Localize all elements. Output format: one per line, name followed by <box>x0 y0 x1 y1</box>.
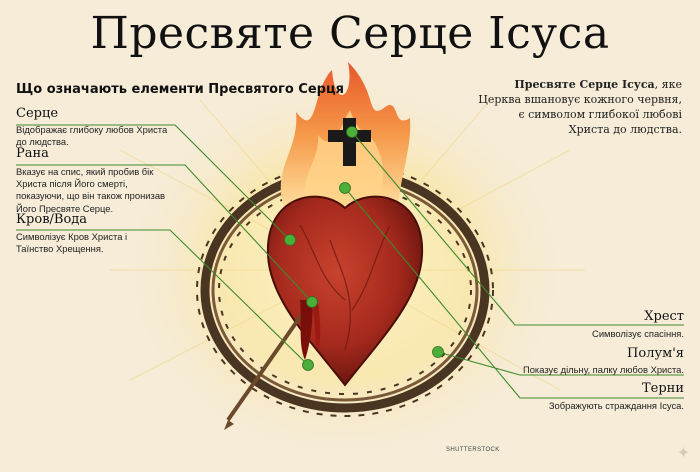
heart <box>266 195 424 387</box>
leader-lines <box>16 124 684 399</box>
label-thorns-title: Терни <box>641 381 684 396</box>
label-wound-title: Рана <box>16 146 49 161</box>
label-blood-water-title: Кров/Вода <box>16 212 88 227</box>
subtitle: Що означають елементи Пресвятого Серця <box>16 82 344 97</box>
shutterstock-credit: SHUTTERSTOCK <box>446 447 500 453</box>
label-cross-title: Хрест <box>644 309 684 324</box>
intro-bold: Пресвяте Серце Ісуса <box>514 78 655 91</box>
label-thorns-desc: Зображують страждання Ісуса. <box>548 400 684 411</box>
label-heart-desc: Відображає глибоку любов Христа до людст… <box>16 124 168 148</box>
sparkle-icon: ✦ <box>676 443 690 462</box>
label-blood-water-desc: Символізує Кров Христа і Таїнство Хрещен… <box>16 231 128 255</box>
label-heart-title: Серце <box>16 106 59 121</box>
leader-dots <box>284 126 444 371</box>
page-title: Пресвяте Серце Ісуса <box>90 8 610 59</box>
label-flames-title: Полум'я <box>627 346 684 361</box>
heart-veins <box>299 224 391 351</box>
wound-blood <box>300 300 321 360</box>
label-flames-desc: Показує дільну, палку любов Христа. <box>522 364 684 375</box>
intro-body: , яке Церква вшановує кожного червня, є … <box>478 78 682 136</box>
label-cross-desc: Символізує спасіння. <box>592 328 684 339</box>
label-wound-desc: Вказує на спис, який пробив бік Христа п… <box>16 166 166 214</box>
intro-text: Пресвяте Серце Ісуса, яке Церква вшанову… <box>477 78 682 137</box>
